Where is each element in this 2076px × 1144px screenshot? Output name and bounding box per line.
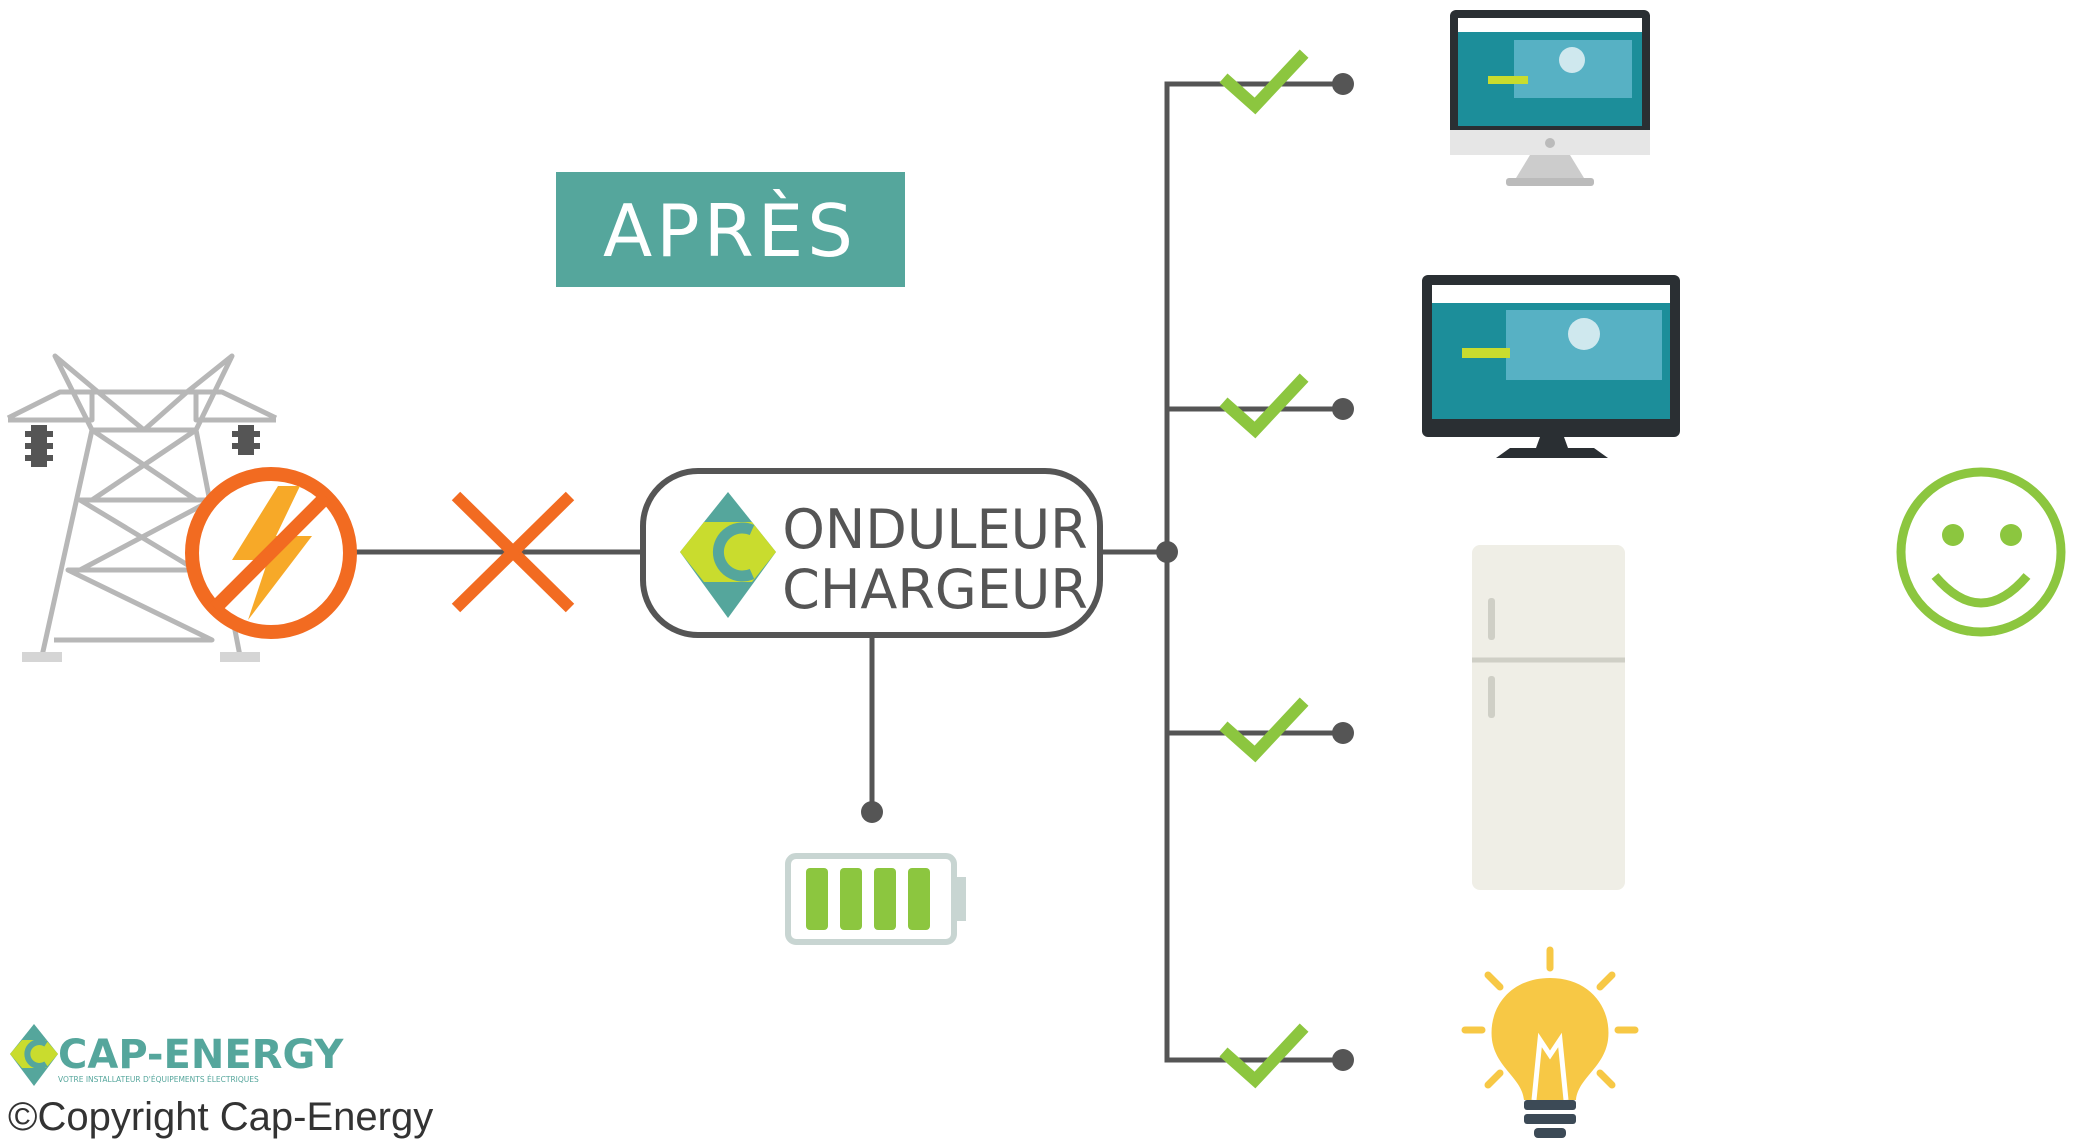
brand-tagline: VOTRE INSTALLATEUR D'ÉQUIPEMENTS ÉLECTRI… (58, 1075, 259, 1084)
title-badge-background (556, 172, 905, 287)
output-dot-fridge (1332, 722, 1354, 744)
battery-bar (874, 868, 896, 930)
battery-bar (840, 868, 862, 930)
brand-logo: CAP-ENERGY VOTRE INSTALLATEUR D'ÉQUIPEME… (10, 1024, 344, 1086)
inverter-label-line2: CHARGEUR (782, 558, 1088, 621)
prohibition-slash (210, 492, 331, 613)
battery-charge-bars (806, 868, 930, 930)
inverter-label-line1: ONDULEUR (782, 498, 1087, 561)
check-icon (1219, 49, 1309, 115)
battery-connection-dot (861, 801, 883, 823)
desktop-monitor-icon (1450, 10, 1650, 186)
check-icon (1219, 697, 1309, 763)
copyright-text: ©Copyright Cap-Energy (8, 1095, 433, 1139)
battery-bar (908, 868, 930, 930)
title-label: APRÈS (603, 189, 857, 273)
no-power-icon (185, 467, 357, 639)
title-badge: APRÈS (556, 172, 905, 287)
output-bus-line (1164, 81, 1340, 1063)
bus-junction-dot (1156, 541, 1178, 563)
check-icon (1219, 1023, 1309, 1089)
connection-dots (861, 73, 1354, 1071)
battery-icon (785, 853, 966, 945)
tv-screen-icon (1422, 275, 1680, 458)
output-dot-tv (1332, 398, 1354, 420)
inverter-charger-box: ONDULEUR CHARGEUR (640, 468, 1103, 638)
check-marks (1219, 49, 1309, 1089)
cross-icon (451, 491, 575, 613)
inverter-box-frame (640, 468, 1103, 638)
battery-terminal (954, 877, 966, 921)
connection-lines (355, 81, 1340, 1063)
insulator-icons (25, 425, 260, 467)
brand-logo-text: CAP-ENERGY (58, 1032, 344, 1078)
output-dot-monitor (1332, 73, 1354, 95)
check-icon (1219, 373, 1309, 439)
smiley-face-icon (1896, 467, 2066, 637)
output-dot-bulb (1332, 1049, 1354, 1071)
light-bulb-icon (1461, 946, 1639, 1138)
fridge-icon (1472, 545, 1625, 890)
cap-energy-logo-icon (680, 492, 776, 618)
battery-bar (806, 868, 828, 930)
